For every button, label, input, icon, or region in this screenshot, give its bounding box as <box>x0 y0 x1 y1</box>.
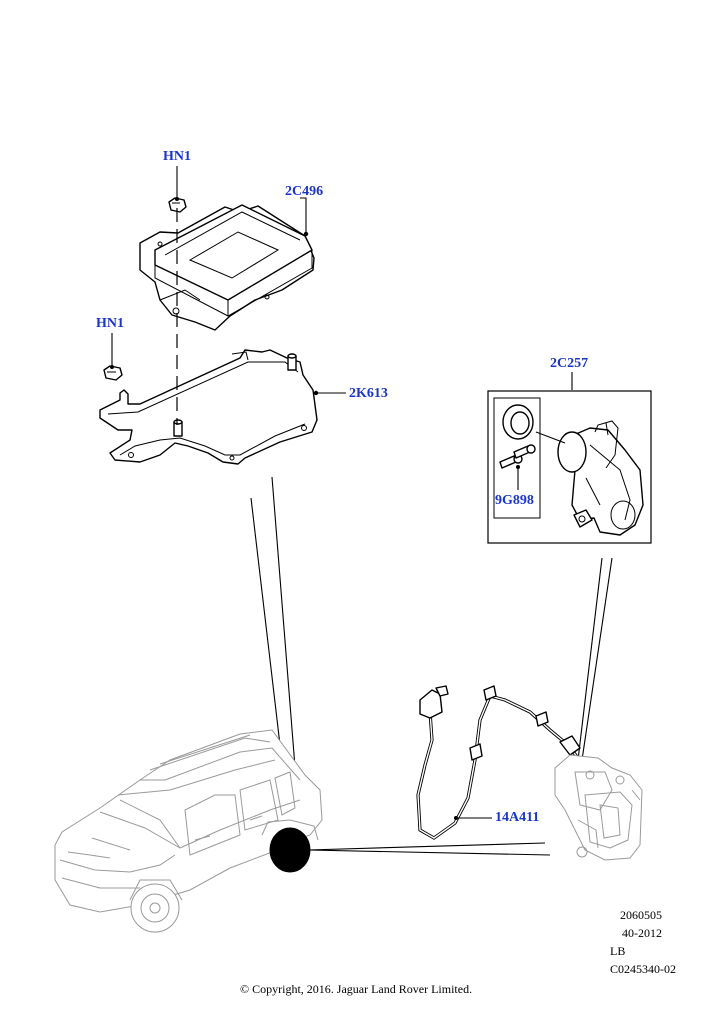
brake-caliper-drawing <box>554 754 643 861</box>
parking-brake-module-drawing <box>139 204 315 331</box>
reference-number: 2060505 <box>620 908 662 922</box>
callout-2k613: 2K613 <box>349 386 388 401</box>
reference-market: LB <box>610 944 626 958</box>
flange-nut-top-drawing <box>168 197 187 213</box>
mounting-bracket-drawing <box>99 349 318 465</box>
sensor-harness-drawing <box>416 685 581 840</box>
callout-hn1-top: HN1 <box>163 149 191 164</box>
actuator-kit-box-drawing <box>487 390 652 544</box>
reference-illustration-id: C0245340-02 <box>610 962 676 976</box>
copyright-notice: © Copyright, 2016. Jaguar Land Rover Lim… <box>240 982 473 996</box>
leader-2c496 <box>300 197 307 234</box>
callout-14a411: 14A411 <box>495 810 540 825</box>
vehicle-location-drawing <box>54 729 323 933</box>
callout-hn1-left: HN1 <box>96 316 124 331</box>
callout-2c496: 2C496 <box>285 184 324 199</box>
reference-date-code: 40-2012 <box>622 926 662 940</box>
callout-2c257: 2C257 <box>550 356 589 371</box>
callout-9g898: 9G898 <box>495 493 534 508</box>
flange-nut-left-drawing <box>103 365 123 381</box>
